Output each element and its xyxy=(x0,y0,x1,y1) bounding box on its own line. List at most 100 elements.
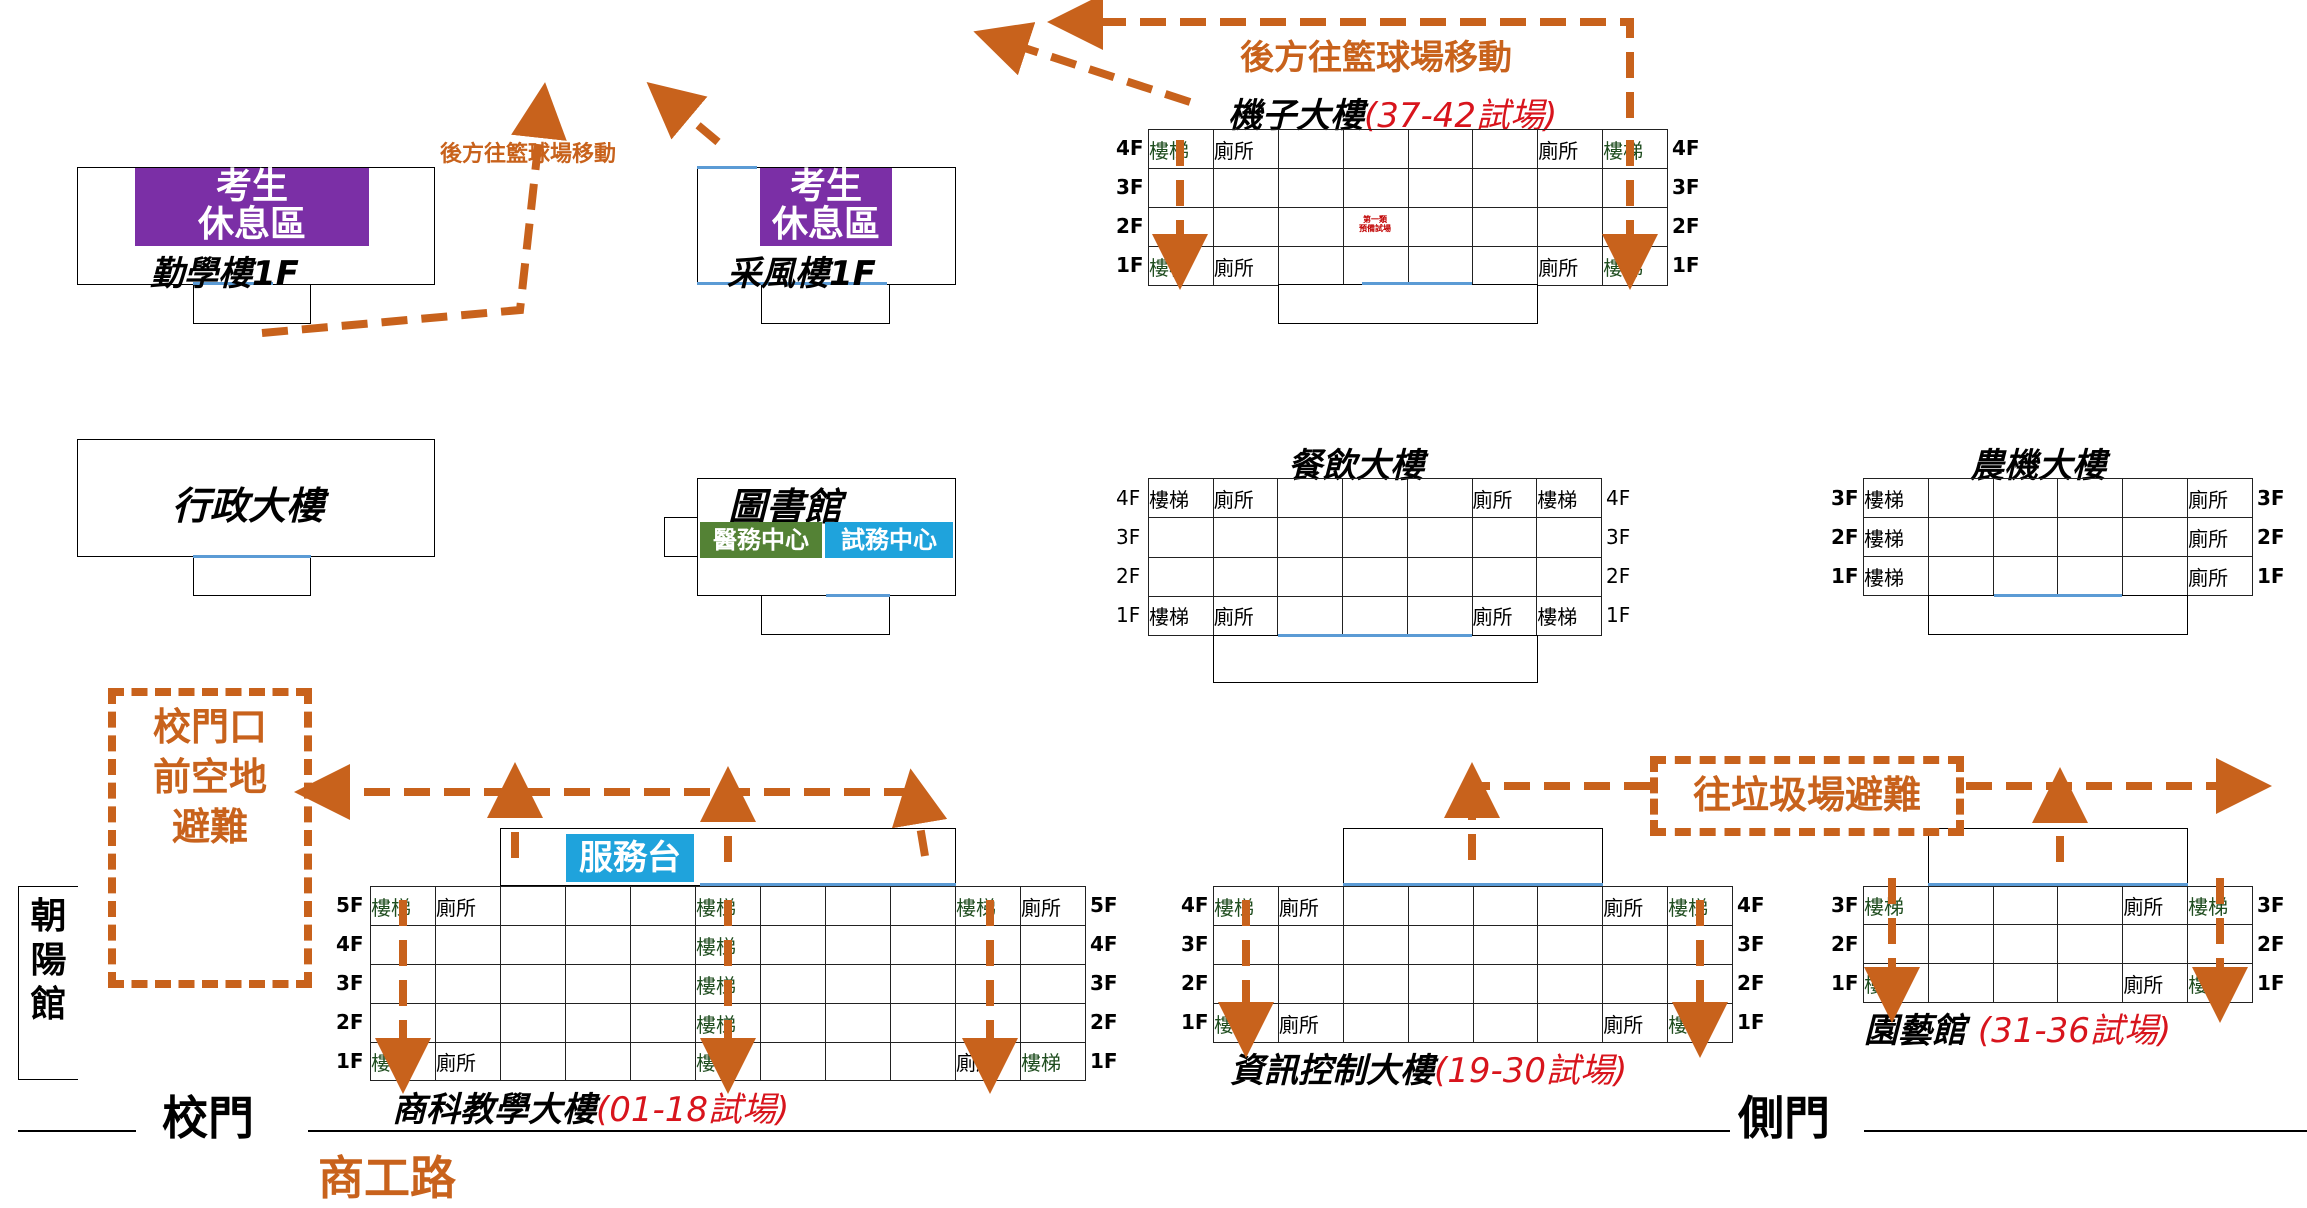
zixun-title: 資訊控制大樓 xyxy=(1230,1051,1434,1091)
nongji-floor-1f-r: 1F xyxy=(2257,564,2285,588)
jizi-grid: 樓梯 廁所 廁所 樓梯 樓梯 廁所 廁所 樓梯 xyxy=(1148,129,1668,286)
jizi-floor-3f-l: 3F xyxy=(1116,175,1144,199)
nongji-floor-2f-r: 2F xyxy=(2257,525,2285,549)
rest-area-line1b: 考生 xyxy=(789,166,862,207)
zixun-toilet-4f-r: 廁所 xyxy=(1602,886,1669,926)
canyin-stair-4f-r: 樓梯 xyxy=(1536,477,1602,519)
nongji-toilet-3f: 廁所 xyxy=(2187,478,2253,518)
yuanyi-stair-1f-l: 樓梯 xyxy=(1863,963,1929,1003)
caifeng-rest-area: 考生 休息區 xyxy=(760,168,892,246)
shangke-stair-1f-m: 樓梯 xyxy=(695,1042,761,1081)
zixun-floor-4f-l: 4F xyxy=(1181,893,1209,917)
prep-room-line2: 預備試場 xyxy=(1359,224,1391,233)
arrow-qinxue-2 xyxy=(646,81,721,146)
jizi-annex xyxy=(1278,284,1538,324)
canyin-entrance xyxy=(1278,634,1472,637)
zixun-floor-3f-r: 3F xyxy=(1737,932,1765,956)
yuanyi-toilet-3f: 廁所 xyxy=(2122,886,2189,925)
yuanyi-upper xyxy=(1928,828,2188,886)
shangke-stair-4f-m: 樓梯 xyxy=(695,925,761,965)
front-gate-evac-area: 校門口 前空地 避難 xyxy=(108,688,312,988)
side-gate-label: 側門 xyxy=(1738,1091,1830,1145)
jizi-floor-1f-r: 1F xyxy=(1672,253,1700,277)
garbage-evac-label: 往垃圾場避難 xyxy=(1650,756,1964,836)
library-name: 圖書館 xyxy=(728,485,843,529)
shangke-floor-1f-r: 1F xyxy=(1090,1049,1118,1073)
jizi-floor-2f-r: 2F xyxy=(1672,214,1700,238)
chaoyang-char1: 朝 xyxy=(30,896,67,937)
yuanyi-floor-3f-r: 3F xyxy=(2257,893,2285,917)
zixun-name: 資訊控制大樓(19-30試場) xyxy=(1230,1043,1627,1092)
prep-room-line1: 第一類 xyxy=(1363,215,1387,224)
road-line-left xyxy=(18,1130,136,1132)
chaoyang-char3: 館 xyxy=(30,984,67,1025)
admin-name: 行政大樓 xyxy=(172,484,325,528)
shangke-stair-2f-m: 樓梯 xyxy=(695,1003,761,1043)
zixun-toilet-1f-l: 廁所 xyxy=(1277,1003,1344,1043)
jizi-prep-room: 第一類 預備試場 xyxy=(1343,215,1407,233)
yuanyi-title: 園藝館 xyxy=(1864,1011,1966,1051)
chaoyang-char2: 陽 xyxy=(30,940,67,981)
yuanyi-toilet-1f: 廁所 xyxy=(2122,963,2189,1003)
zixun-entrance xyxy=(1343,883,1603,886)
shangke-floor-4f-r: 4F xyxy=(1090,932,1118,956)
shangke-floor-5f-r: 5F xyxy=(1090,893,1118,917)
service-desk: 服務台 xyxy=(566,834,694,882)
jizi-toilet-4f-l: 廁所 xyxy=(1212,129,1279,169)
zixun-range: (19-30試場) xyxy=(1434,1051,1628,1091)
nongji-entrance xyxy=(1994,594,2122,597)
evac-label-court-top: 後方往籃球場移動 xyxy=(1240,38,1512,78)
canyin-floor-1f-r: 1F xyxy=(1606,603,1631,627)
shangke-stair-5f-r: 樓梯 xyxy=(955,886,1021,926)
nongji-annex xyxy=(1928,595,2188,635)
nongji-grid: 樓梯 廁所 樓梯 廁所 樓梯 廁所 xyxy=(1863,478,2253,596)
jizi-floor-2f-l: 2F xyxy=(1116,214,1144,238)
shangke-floor-1f-l: 1F xyxy=(336,1049,364,1073)
nongji-floor-3f-l: 3F xyxy=(1831,486,1859,510)
library-entrance xyxy=(826,594,890,597)
shangke-stair-1f-r: 樓梯 xyxy=(1020,1042,1086,1081)
zixun-stair-1f-r: 樓梯 xyxy=(1667,1003,1733,1043)
caifeng-entrance xyxy=(697,282,887,285)
yuanyi-stair-3f-l: 樓梯 xyxy=(1863,886,1929,925)
yuanyi-name: 園藝館 (31-36試場) xyxy=(1864,1003,2171,1052)
jizi-toilet-1f-r: 廁所 xyxy=(1537,246,1604,286)
medical-center: 醫務中心 xyxy=(700,522,822,558)
zixun-floor-1f-l: 1F xyxy=(1181,1010,1209,1034)
jizi-floor-1f-l: 1F xyxy=(1116,253,1144,277)
yuanyi-stair-3f-r: 樓梯 xyxy=(2187,886,2253,925)
nongji-floor-1f-l: 1F xyxy=(1831,564,1859,588)
jizi-toilet-4f-r: 廁所 xyxy=(1537,129,1604,169)
jizi-stair-4f-r: 樓梯 xyxy=(1602,129,1668,169)
zixun-stair-4f-l: 樓梯 xyxy=(1213,886,1279,926)
shangke-floor-3f-r: 3F xyxy=(1090,971,1118,995)
shangke-entrance xyxy=(700,883,956,886)
rest-area-line1: 考生 xyxy=(215,166,288,207)
canyin-stair-1f-l: 樓梯 xyxy=(1148,595,1214,637)
yuanyi-range: (31-36試場) xyxy=(1977,1011,2172,1051)
shangke-floor-2f-l: 2F xyxy=(336,1010,364,1034)
canyin-floor-2f-l: 2F xyxy=(1116,564,1141,588)
shangke-stair-5f-l: 樓梯 xyxy=(370,886,436,926)
yuanyi-stair-1f-r: 樓梯 xyxy=(2187,963,2253,1003)
road-line-right xyxy=(1864,1130,2307,1132)
chaoyang-hall: 朝 陽 館 xyxy=(18,886,78,1080)
shangke-stair-5f-m: 樓梯 xyxy=(695,886,761,926)
yuanyi-floor-2f-l: 2F xyxy=(1831,932,1859,956)
shangke-floor-4f-l: 4F xyxy=(336,932,364,956)
front-gate-line3: 避難 xyxy=(171,805,248,849)
qinxue-entrance xyxy=(193,282,273,285)
rest-area-line2b: 休息區 xyxy=(771,204,880,245)
nongji-stair-2f: 樓梯 xyxy=(1863,517,1929,557)
zixun-toilet-1f-r: 廁所 xyxy=(1602,1003,1669,1043)
zixun-floor-4f-r: 4F xyxy=(1737,893,1765,917)
admin-annex xyxy=(193,556,311,596)
shangke-range: (01-18試場) xyxy=(596,1090,790,1130)
shangke-toilet-5f-r: 廁所 xyxy=(1020,886,1086,926)
exam-center: 試務中心 xyxy=(825,522,953,558)
canyin-stair-4f-l: 樓梯 xyxy=(1148,477,1214,519)
shangke-toilet-5f-l: 廁所 xyxy=(435,886,501,926)
shangke-toilet-1f-l: 廁所 xyxy=(435,1042,501,1081)
yuanyi-entrance xyxy=(1928,883,2188,886)
canyin-toilet-4f-r: 廁所 xyxy=(1471,477,1538,519)
